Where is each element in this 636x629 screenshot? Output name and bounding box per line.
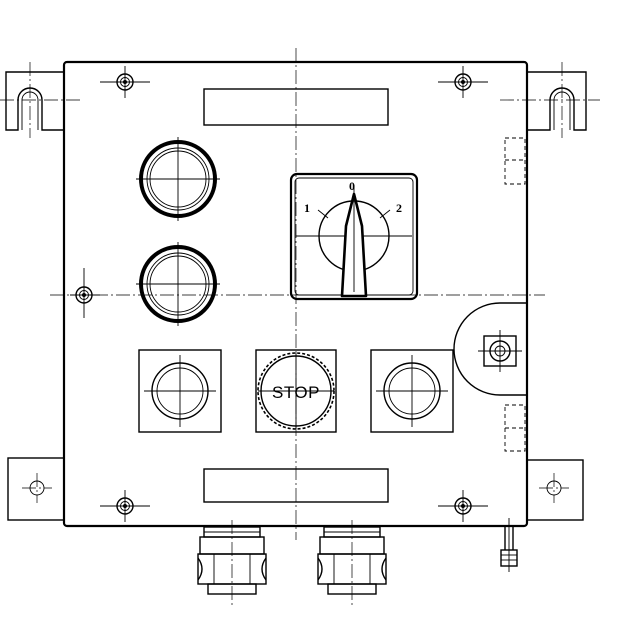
label-plate-bottom xyxy=(203,468,389,503)
push-button-right[interactable] xyxy=(370,349,454,433)
corner-screw-top-left xyxy=(100,66,150,98)
selector-position-1: 1 xyxy=(304,201,310,215)
mounting-bracket-top-right xyxy=(500,62,600,138)
pilot-light-lower xyxy=(136,242,220,326)
door-lock[interactable] xyxy=(453,302,527,396)
corner-screw-bottom-right xyxy=(438,490,488,522)
label-plate-top xyxy=(203,88,389,126)
mounting-bracket-top-left xyxy=(0,62,80,138)
selector-position-2: 2 xyxy=(396,201,402,215)
mounting-bracket-bottom-left xyxy=(7,457,65,521)
corner-screw-top-right xyxy=(438,66,488,98)
mounting-bracket-bottom-right xyxy=(526,459,584,521)
push-button-left[interactable] xyxy=(138,349,222,433)
hinge-lower xyxy=(504,404,526,452)
cable-gland-left xyxy=(197,520,267,608)
selector-position-0: 0 xyxy=(349,179,355,193)
hinge-upper xyxy=(504,137,526,185)
pilot-light-upper xyxy=(136,137,220,221)
earth-terminal xyxy=(500,518,518,572)
corner-screw-bottom-left xyxy=(100,490,150,522)
corner-screw-middle-left xyxy=(70,268,100,318)
stop-button[interactable]: STOP xyxy=(255,349,337,433)
selector-switch[interactable]: 1 0 2 xyxy=(289,172,419,301)
stop-button-label: STOP xyxy=(272,383,320,402)
cable-gland-right xyxy=(317,520,387,608)
enclosure-body xyxy=(62,60,529,528)
